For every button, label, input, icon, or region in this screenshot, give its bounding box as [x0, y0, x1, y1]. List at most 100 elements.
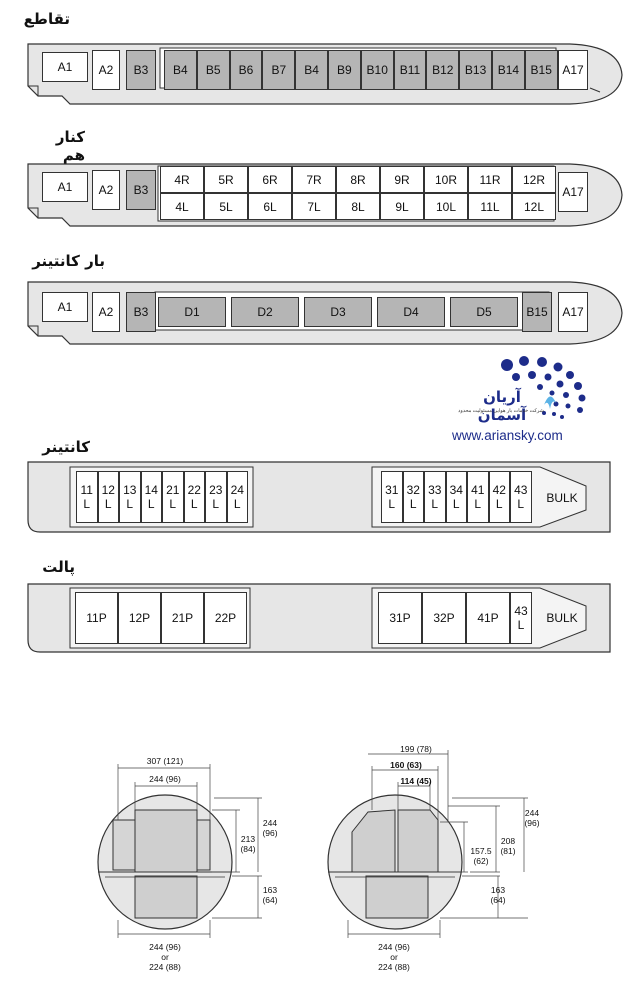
- dim-inner-width: 244 (96): [149, 774, 181, 784]
- position-a2: A2: [92, 292, 120, 332]
- position-b3: B3: [126, 292, 156, 332]
- position-a2: A2: [92, 50, 120, 90]
- container-suffix: L: [212, 497, 220, 511]
- position-5r: 5R: [204, 166, 248, 193]
- position-10l: 10L: [424, 193, 468, 220]
- section-title-container-cargo: بار کانتینر: [32, 252, 105, 270]
- dim-small-height: 157.5 (62): [470, 846, 492, 866]
- logo-name: آریان آسمان: [477, 388, 527, 424]
- pallet-21p: 21P: [161, 592, 204, 644]
- container-number: 42: [492, 483, 506, 497]
- dim-width-2: 160 (63): [390, 760, 422, 770]
- position-12r: 12R: [512, 166, 556, 193]
- pallet-41p: 41P: [466, 592, 510, 644]
- position-10r: 10R: [424, 166, 468, 193]
- position-12l: 12L: [512, 193, 556, 220]
- container-suffix: L: [452, 497, 460, 511]
- container-suffix: L: [388, 497, 396, 511]
- container-number: 41: [471, 483, 485, 497]
- container-number: 31: [385, 483, 399, 497]
- position-b13: B13: [459, 50, 492, 90]
- position-9l: 9L: [380, 193, 424, 220]
- container-number: 24: [230, 483, 244, 497]
- position-a17: A17: [558, 292, 588, 332]
- section-title-crossing: تقاطع: [23, 10, 70, 28]
- position-b7: B7: [262, 50, 296, 90]
- position-a17: A17: [558, 172, 588, 212]
- fuselage-outline: [27, 583, 611, 653]
- dim-upper-total: 244 (96): [524, 808, 540, 828]
- dim-bottom-width: 244 (96): [149, 942, 181, 952]
- position-a1: A1: [42, 172, 88, 202]
- logo-dots-icon: [501, 356, 586, 419]
- container-number: 43: [514, 483, 528, 497]
- dim-bottom-width-alt: 224 (88): [149, 962, 181, 972]
- position-6r: 6R: [248, 166, 292, 193]
- container-number: 22: [187, 483, 201, 497]
- container-suffix: L: [409, 497, 417, 511]
- position-6l: 6L: [248, 193, 292, 220]
- bird-icon: [544, 396, 556, 409]
- dim-lower-height: 163 (64): [490, 885, 506, 905]
- company-logo: آریان آسمان شرکت خدمات بار هوایی مسئولیت…: [452, 353, 602, 453]
- position-a2: A2: [92, 170, 120, 210]
- position-4r: 4R: [160, 166, 204, 193]
- container-suffix: L: [190, 497, 198, 511]
- position-9r: 9R: [380, 166, 424, 193]
- container-suffix: L: [126, 497, 134, 511]
- container-suffix: L: [233, 497, 241, 511]
- position-b15: B15: [522, 292, 552, 332]
- container-suffix: L: [169, 497, 177, 511]
- pallet-suffix: L: [517, 618, 525, 632]
- logo-url[interactable]: www.ariansky.com: [452, 428, 563, 443]
- dim-top-width: 199 (78): [400, 744, 432, 754]
- position-b14: B14: [492, 50, 525, 90]
- container-number: 23: [209, 483, 223, 497]
- container-number: 33: [428, 483, 442, 497]
- pallet-11p: 11P: [75, 592, 118, 644]
- container-suffix: L: [495, 497, 503, 511]
- dim-upper-total: 244 (96): [262, 818, 278, 838]
- position-d4: D4: [377, 297, 445, 327]
- dim-bottom-width: 244 (96): [378, 942, 410, 952]
- bulk-compartment: BULK: [546, 491, 578, 505]
- position-4l: 4L: [160, 193, 204, 220]
- position-5l: 5L: [204, 193, 248, 220]
- section-title-container: کانتینر: [42, 438, 90, 456]
- container-number: 11: [80, 483, 93, 497]
- position-a1: A1: [42, 292, 88, 322]
- container-number: 32: [406, 483, 420, 497]
- pallet-22p: 22P: [204, 592, 247, 644]
- position-b3: B3: [126, 50, 156, 90]
- cross-section-left: 307 (121) 244 (96) 213 (84) 244 (96) 163…: [0, 740, 320, 992]
- container-suffix: L: [147, 497, 155, 511]
- section-title-pallet: پالت: [42, 558, 75, 576]
- position-b5: B5: [196, 50, 230, 90]
- logo-tagline: شرکت خدمات بار هوایی مسئولیت محدود: [458, 408, 544, 414]
- container-number: 12: [101, 483, 115, 497]
- section-title-side-by-side: کنار هم: [55, 128, 85, 164]
- pallet-number: 43: [514, 604, 528, 618]
- position-d2: D2: [231, 297, 299, 327]
- pallet-12p: 12P: [118, 592, 161, 644]
- position-a17: A17: [558, 50, 588, 90]
- container-number: 21: [166, 483, 180, 497]
- position-b9: B9: [328, 50, 361, 90]
- pallet-32p: 32P: [422, 592, 466, 644]
- container-suffix: L: [104, 497, 112, 511]
